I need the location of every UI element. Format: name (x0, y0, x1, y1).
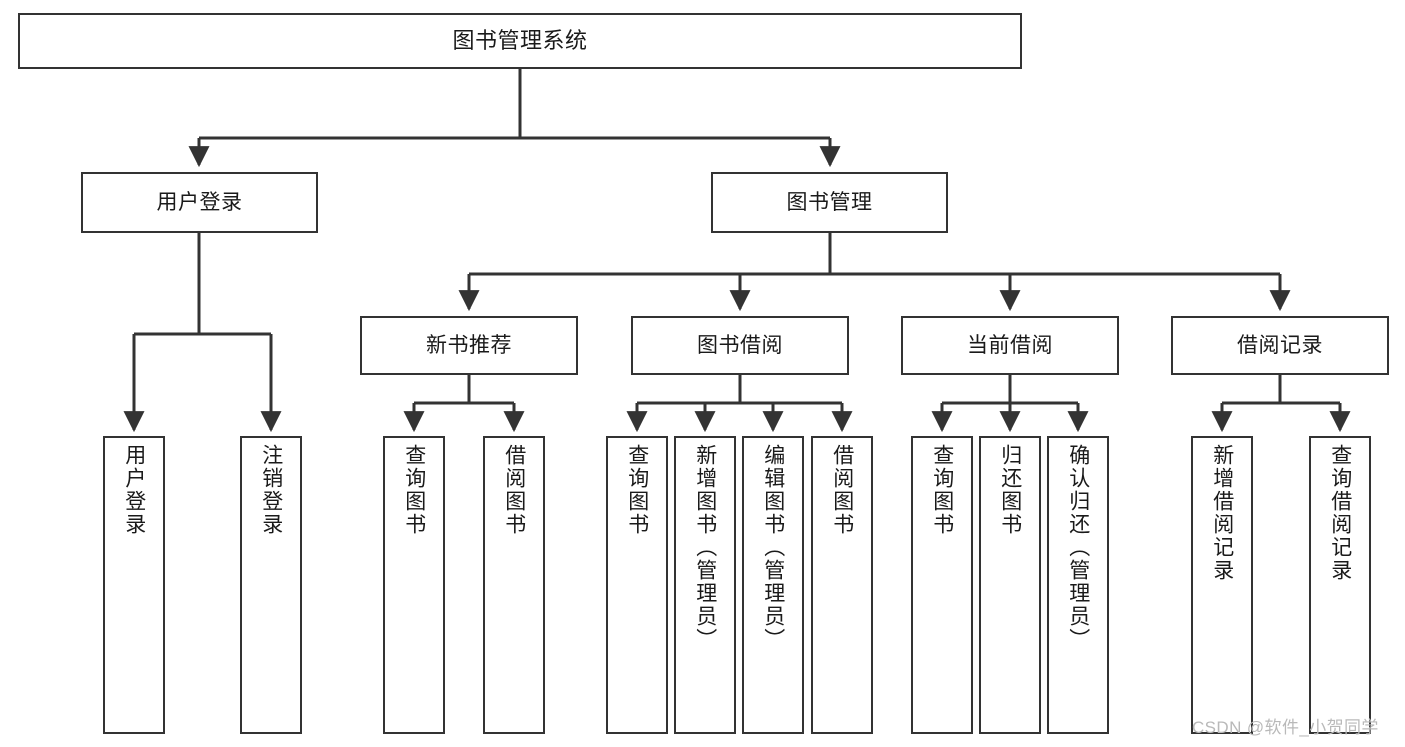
leaf-query-books-recommendation[interactable]: 查询图书 (383, 436, 445, 734)
node-label: 图书管理 (786, 190, 873, 214)
node-label: 编辑图书（管理员） (761, 444, 785, 651)
node-root-book-management-system[interactable]: 图书管理系统 (18, 13, 1022, 69)
node-label: 借阅图书 (502, 444, 526, 536)
node-book-borrowing[interactable]: 图书借阅 (631, 316, 849, 375)
node-label: 查询图书 (930, 444, 954, 536)
node-new-book-recommendation[interactable]: 新书推荐 (360, 316, 578, 375)
node-label: 用户登录 (156, 190, 243, 214)
leaf-borrow-books-borrowing[interactable]: 借阅图书 (811, 436, 873, 734)
leaf-borrow-books-recommendation[interactable]: 借阅图书 (483, 436, 545, 734)
node-book-management[interactable]: 图书管理 (711, 172, 948, 233)
node-label: 图书借阅 (697, 333, 783, 357)
node-label: 图书管理系统 (452, 27, 588, 53)
node-label: 用户登录 (122, 444, 146, 536)
node-label: 新增图书（管理员） (693, 444, 717, 651)
leaf-query-borrowing-record[interactable]: 查询借阅记录 (1309, 436, 1371, 734)
node-label: 注销登录 (259, 444, 283, 536)
leaf-logout[interactable]: 注销登录 (240, 436, 302, 734)
leaf-edit-book-admin[interactable]: 编辑图书（管理员） (742, 436, 804, 734)
leaf-return-books[interactable]: 归还图书 (979, 436, 1041, 734)
leaf-user-login[interactable]: 用户登录 (103, 436, 165, 734)
node-label: 查询图书 (625, 444, 649, 536)
node-current-borrowing[interactable]: 当前借阅 (901, 316, 1119, 375)
node-borrowing-records[interactable]: 借阅记录 (1171, 316, 1389, 375)
leaf-query-books-current[interactable]: 查询图书 (911, 436, 973, 734)
leaf-add-book-admin[interactable]: 新增图书（管理员） (674, 436, 736, 734)
node-label: 确认归还（管理员） (1066, 444, 1090, 651)
node-label: 查询图书 (402, 444, 426, 536)
leaf-confirm-return-admin[interactable]: 确认归还（管理员） (1047, 436, 1109, 734)
node-label: 新书推荐 (426, 333, 512, 357)
node-label: 归还图书 (998, 444, 1022, 536)
csdn-watermark: CSDN @软件_小贺同学 (1192, 718, 1379, 737)
node-user-login[interactable]: 用户登录 (81, 172, 318, 233)
leaf-add-borrowing-record[interactable]: 新增借阅记录 (1191, 436, 1253, 734)
node-label: 新增借阅记录 (1210, 444, 1234, 582)
node-label: 当前借阅 (967, 333, 1053, 357)
leaf-query-books-borrowing[interactable]: 查询图书 (606, 436, 668, 734)
node-label: 查询借阅记录 (1328, 444, 1352, 582)
node-label: 借阅记录 (1237, 333, 1323, 357)
node-label: 借阅图书 (830, 444, 854, 536)
